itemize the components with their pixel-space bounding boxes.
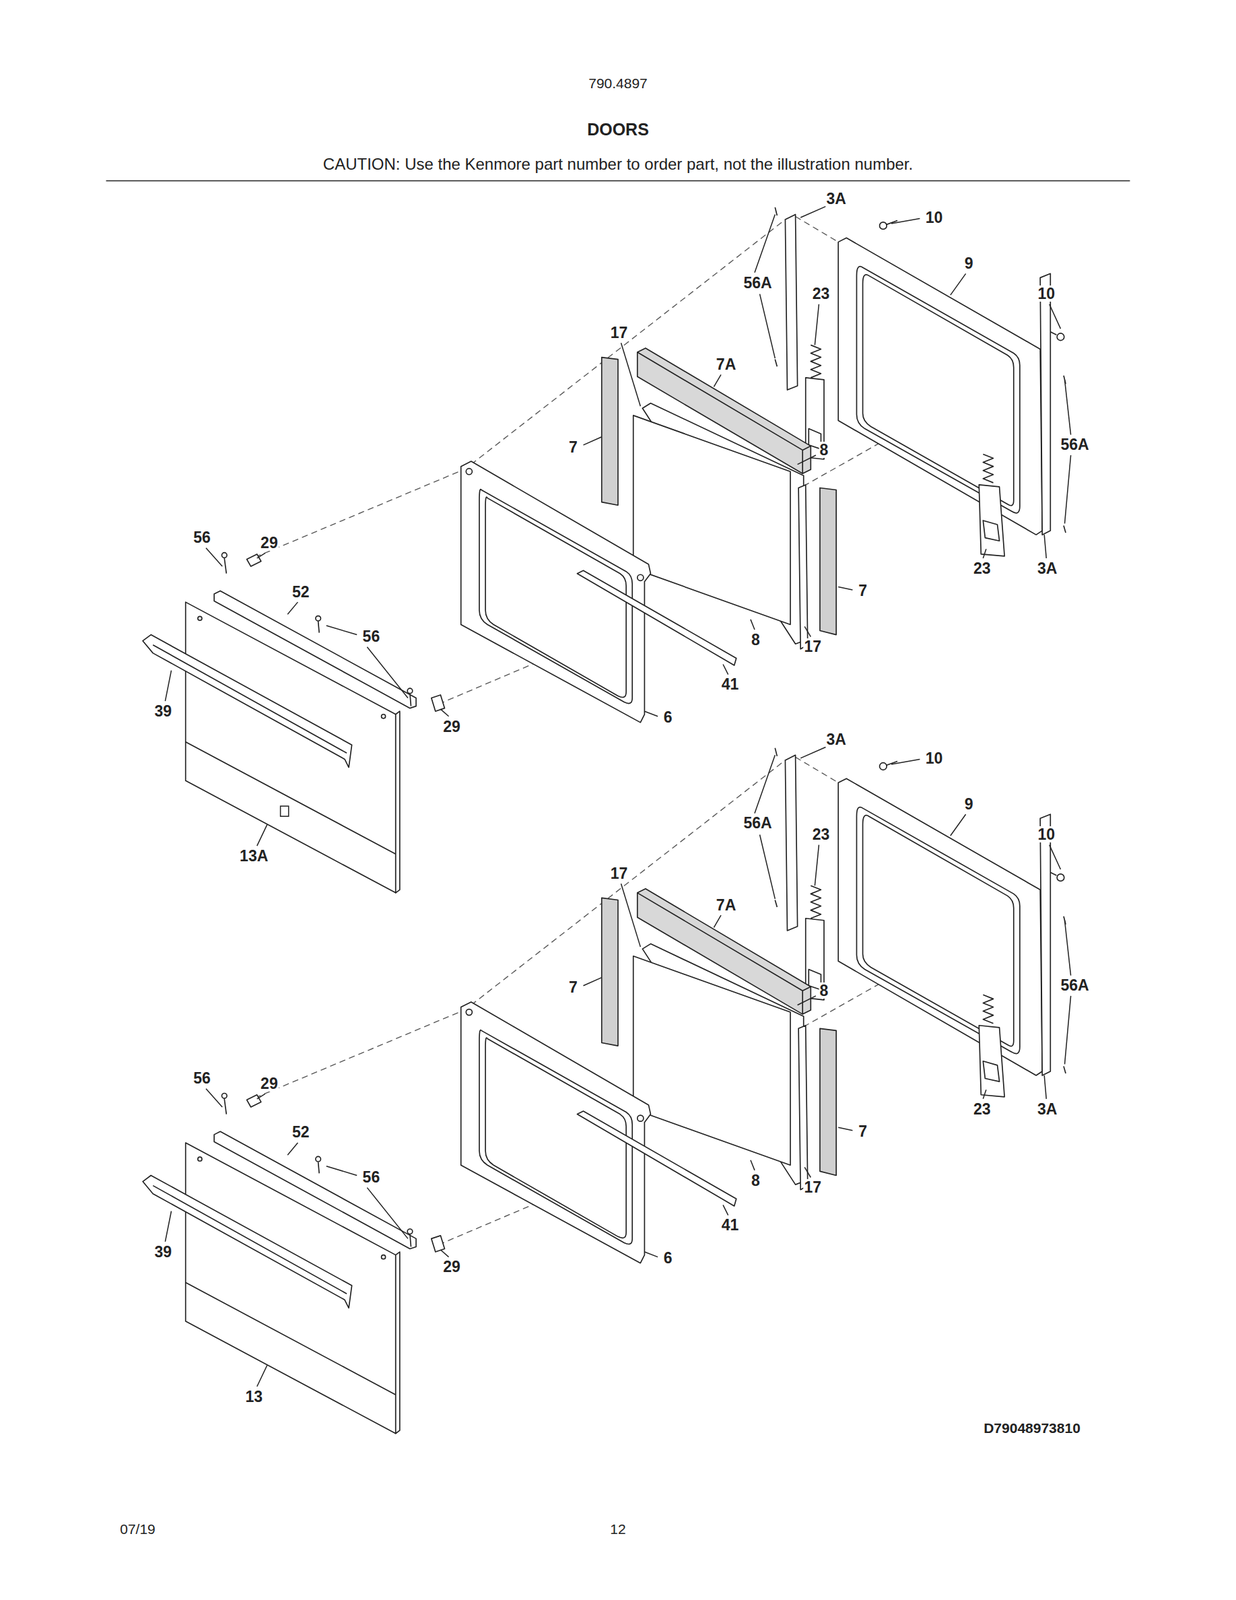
callout-number: 13A	[238, 847, 269, 864]
callout-number: 9	[964, 795, 975, 812]
upper-door-drawing	[142, 206, 1072, 892]
callout-number: 10	[1036, 285, 1056, 302]
page-footer: 12	[609, 1521, 627, 1537]
callout-number: 7A	[715, 356, 737, 373]
callout-number: 52	[291, 1123, 311, 1140]
callout-number: 52	[291, 583, 311, 600]
callout-number: 7	[857, 582, 868, 599]
callout-number: 29	[259, 534, 279, 551]
callout-number: 17	[609, 865, 629, 882]
callout-number: 10	[924, 209, 944, 226]
callout-number: 29	[442, 1258, 462, 1275]
callout-number: 39	[154, 702, 174, 719]
callout-number: 8	[750, 1172, 761, 1189]
callout-number: 56A	[1060, 436, 1090, 453]
callout-number: 29	[259, 1075, 279, 1092]
callout-number: 56A	[1060, 976, 1090, 993]
drawing-number: D79048973810	[982, 1420, 1082, 1436]
callout-number: 8	[819, 982, 830, 999]
callout-number: 6	[663, 708, 674, 726]
callout-number: 13	[244, 1388, 264, 1405]
callout-number: 56A	[742, 274, 773, 291]
callout-number: 23	[811, 285, 831, 302]
callout-number: 56	[192, 1069, 212, 1086]
callout-number: 3A	[1036, 1100, 1058, 1117]
caution-note: CAUTION: Use the Kenmore part number to …	[322, 155, 914, 173]
callout-number: 17	[803, 638, 823, 655]
callout-number: 56	[192, 529, 212, 546]
callout-number: 10	[1036, 826, 1056, 843]
callout-number: 23	[972, 560, 992, 577]
lower-door-drawing	[142, 746, 1072, 1433]
callout-number: 3A	[825, 190, 847, 207]
callout-number: 56	[362, 628, 382, 645]
callout-number: 6	[663, 1249, 674, 1266]
callout-number: 7	[568, 978, 579, 995]
callout-number: 10	[924, 749, 944, 766]
callout-number: 7A	[715, 896, 737, 913]
page-title: DOORS	[586, 120, 650, 139]
callout-number: 9	[964, 255, 975, 272]
callout-number: 23	[972, 1100, 992, 1117]
callout-number: 29	[442, 717, 462, 734]
callout-number: 23	[811, 826, 831, 843]
callout-number: 3A	[825, 731, 847, 748]
model-number: 790.4897	[587, 76, 649, 91]
logo-badge	[280, 805, 289, 816]
callout-number: 41	[721, 1216, 740, 1233]
callout-number: 41	[721, 675, 740, 693]
page-footer: 07/19	[119, 1521, 157, 1537]
rule-line	[106, 180, 1131, 182]
callout-number: 56A	[742, 814, 773, 831]
callout-number: 39	[154, 1243, 174, 1260]
callout-number: 56	[362, 1168, 382, 1185]
callout-number: 17	[609, 324, 629, 341]
callout-number: 8	[750, 631, 761, 648]
callout-number: 7	[568, 438, 579, 455]
callout-number: 3A	[1036, 560, 1058, 577]
callout-number: 7	[857, 1122, 868, 1140]
callout-number: 17	[803, 1178, 823, 1195]
callout-number: 8	[819, 441, 830, 458]
